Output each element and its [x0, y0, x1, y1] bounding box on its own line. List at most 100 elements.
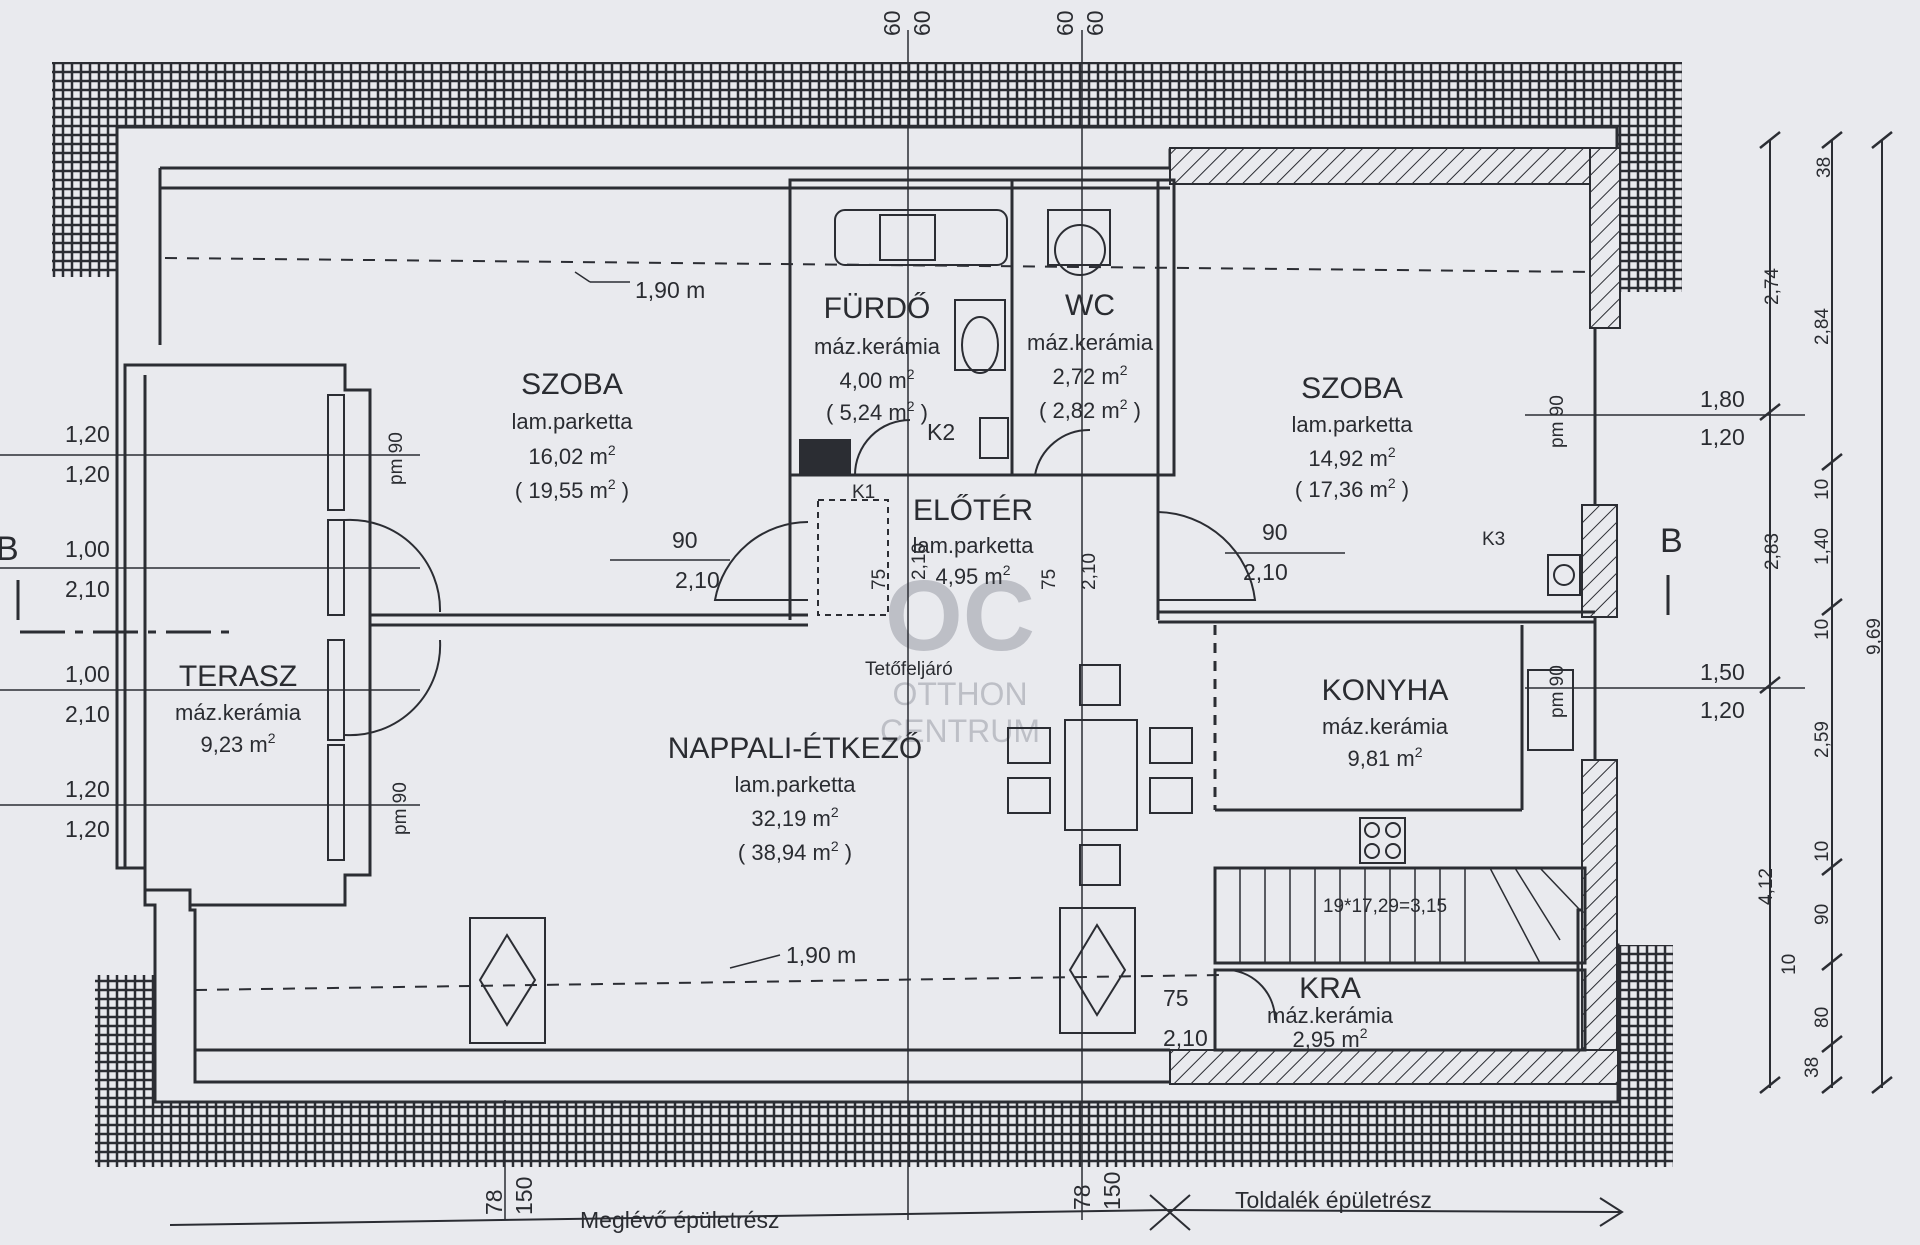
room-kra: KRA máz.kerámia 2,95 m2 [1267, 972, 1394, 1052]
roof-band-left-lower [95, 975, 155, 1167]
pm-label-4: pm 90 [1547, 665, 1568, 718]
roof-hatch-box [817, 499, 889, 616]
watermark-line2: CENTRUM [880, 713, 1040, 749]
section-b-left: B [0, 530, 19, 568]
room-area: 4,95 m2 [935, 562, 1010, 589]
room-floor: máz.kerámia [814, 334, 941, 359]
chair-left-2 [1007, 777, 1051, 814]
opening-leaders [0, 271, 1805, 969]
wc-door [1034, 428, 1091, 476]
k3-label: K3 [1482, 529, 1505, 550]
stove-ring-4 [1385, 843, 1401, 859]
room-terasz: TERASZ máz.kerámia 9,23 m2 [175, 660, 302, 757]
room-floor: lam.parketta [1291, 412, 1413, 437]
room-gross-area: ( 2,82 m2 ) [1039, 396, 1141, 423]
roof-band-right-lower [1618, 945, 1673, 1167]
opening-1-height: 1,20 [65, 461, 110, 487]
chair-left-1 [1007, 727, 1051, 764]
dim-mid-5: 2,59 [1812, 721, 1833, 758]
openings-right: 1,80 1,20 1,50 1,20 [1700, 386, 1745, 723]
room-name: NAPPALI-ÉTKEZŐ [668, 732, 923, 765]
partitions [370, 178, 1595, 1052]
roof-window-2 [1059, 907, 1136, 1034]
dim-bottom-1: 78 [481, 1189, 507, 1215]
existing-part-label: Meglévő épületrész [580, 1207, 779, 1233]
dim-mid-7: 90 [1812, 904, 1833, 925]
pm-label-2: pm 90 [390, 782, 411, 835]
roof-window-1-mark [478, 933, 537, 1027]
dim-mid-2: 10 [1812, 479, 1833, 500]
height-label-bottom: 1,90 m [786, 942, 856, 968]
dim-mid-8: 10 [1779, 954, 1800, 975]
k3-vent [1553, 564, 1575, 586]
kra-door [1229, 969, 1277, 1021]
pm-label-3: pm 90 [1547, 395, 1568, 448]
dim-inner-1: 38 [1814, 157, 1835, 178]
axis-lines [16, 30, 1670, 1220]
terrace-door-lower [344, 639, 442, 737]
door-kra-width: 75 [1163, 985, 1189, 1011]
terrace-door-upper [344, 518, 442, 613]
room-furdo: FÜRDŐ máz.kerámia 4,00 m2 ( 5,24 m2 ) [814, 292, 941, 425]
dim-mid-9: 80 [1812, 1007, 1833, 1028]
room-eloter: ELŐTÉR lam.parketta 4,95 m2 [912, 494, 1034, 589]
ext-wall-right-lower [1581, 759, 1618, 1076]
opening-3-width: 1,00 [65, 661, 110, 687]
door-kra-height: 2,10 [1163, 1025, 1208, 1051]
stove [1359, 817, 1406, 864]
room-floor: máz.kerámia [1267, 1003, 1394, 1028]
roof-window-2-mark [1068, 923, 1127, 1017]
room-name: KONYHA [1322, 674, 1449, 707]
dining-set [1007, 664, 1193, 886]
opening-2-height: 2,10 [65, 576, 110, 602]
dims-right-mid: 2,84 10 1,40 10 2,59 10 90 10 80 [1779, 308, 1833, 1028]
chair-right-1 [1149, 727, 1193, 764]
door-szoba-left-height: 2,10 [675, 567, 720, 593]
height-label-top: 1,90 m [635, 277, 705, 303]
room-floor: máz.kerámia [1027, 330, 1154, 355]
dim-inner-2: 2,74 [1762, 268, 1783, 305]
section-b-right: B [1660, 522, 1683, 560]
door-hatch: 75 [869, 569, 890, 590]
room-wc: WC máz.kerámia 2,72 m2 ( 2,82 m2 ) [1027, 289, 1154, 423]
kitchen-window-grille [1527, 669, 1574, 751]
pm-labels: pm 90 pm 90 pm 90 pm 90 [386, 395, 1568, 835]
opening-1-width: 1,20 [65, 421, 110, 447]
existing-part-arrow [169, 1209, 1171, 1226]
boundary-cross [1149, 1194, 1191, 1231]
extension-arrow-head [1599, 1197, 1624, 1227]
room-name: WC [1065, 289, 1115, 322]
door-szoba-right-height: 2,10 [1243, 559, 1288, 585]
door-eloter-d: 2,10 [1079, 553, 1100, 590]
room-szoba-left: SZOBA lam.parketta 16,02 m2 ( 19,55 m2 ) [511, 368, 633, 503]
opening-3-height: 2,10 [65, 701, 110, 727]
pm-label-1: pm 90 [386, 432, 407, 485]
window-left-4 [327, 744, 345, 861]
dims-right-outer: 9,69 [1864, 618, 1885, 655]
room-nappali: NAPPALI-ÉTKEZŐ lam.parketta 32,19 m2 ( 3… [668, 732, 923, 865]
door-eloter-a: 2,10 [909, 543, 930, 580]
dim-bottom-4: 150 [1099, 1172, 1125, 1210]
bottom-arrows [169, 1194, 1624, 1231]
washbasin [954, 299, 1006, 371]
dim-mid-1: 2,84 [1812, 308, 1833, 345]
dims-right-inner: 38 2,74 2,83 4,12 38 [1756, 157, 1835, 1078]
extension-part-label: Toldalék épületrész [1235, 1187, 1432, 1213]
chair-bottom [1079, 844, 1121, 886]
szoba-left-door [713, 521, 809, 601]
dim-mid-3: 1,40 [1812, 528, 1833, 565]
extension-part-arrow [1169, 1209, 1621, 1213]
roof-windows [469, 907, 1136, 1044]
door-dims: 90 2,10 2,10 75 75 2,10 90 2,10 75 2,10 [672, 519, 1288, 1051]
dim-mid-4: 10 [1812, 619, 1833, 640]
roof-band-bottom [95, 1102, 1673, 1167]
terrace [123, 363, 372, 907]
k3-box [1547, 554, 1581, 596]
roof-hatch-label: Tetőfeljáró [865, 659, 953, 680]
room-area: 9,23 m2 [200, 730, 275, 757]
opening-4-width: 1,20 [65, 776, 110, 802]
dim-outer-total: 9,69 [1864, 618, 1885, 655]
room-gross-area: ( 19,55 m2 ) [515, 476, 629, 503]
roof-window-1 [469, 917, 546, 1044]
room-floor: lam.parketta [511, 409, 633, 434]
